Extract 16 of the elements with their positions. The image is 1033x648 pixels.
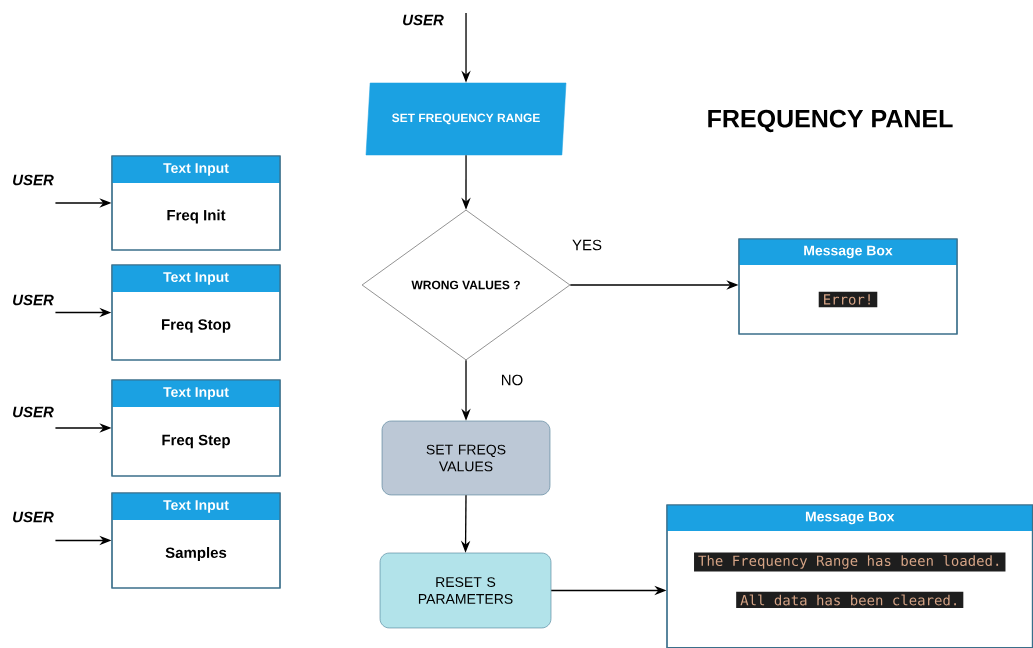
- edge-label: NO: [499, 373, 525, 387]
- input-parallelogram: SET FREQUENCY RANGE: [365, 82, 567, 156]
- field-value: Freq Step: [162, 434, 230, 449]
- user-label: USER: [403, 14, 444, 26]
- process-box: RESET S PARAMETERS: [379, 552, 552, 629]
- user-label: USER: [13, 294, 54, 306]
- field-value: Freq Stop: [162, 319, 231, 333]
- edge-label: YES: [570, 238, 604, 252]
- message-text: The Frequency Range has been loaded.: [694, 552, 1006, 572]
- field-value: Samples: [165, 547, 227, 561]
- user-label: USER: [13, 174, 54, 186]
- title: FREQUENCY PANEL: [708, 109, 953, 133]
- user-label: USER: [13, 406, 54, 418]
- field-value: Freq Init: [167, 209, 226, 224]
- user-label: USER: [13, 511, 54, 523]
- process-box: SET FREQS VALUES: [381, 420, 551, 496]
